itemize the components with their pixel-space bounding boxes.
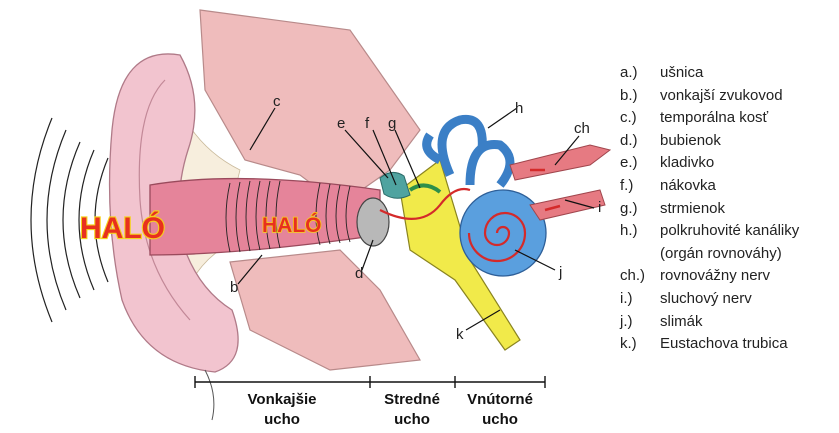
- legend-key: a.): [620, 62, 660, 85]
- legend-key: j.): [620, 311, 660, 334]
- callout-b: b: [230, 279, 238, 296]
- legend-item: h.)polkruhovité kanáliky: [620, 220, 799, 243]
- legend-text: (orgán rovnováhy): [660, 243, 782, 266]
- legend-text: bubienok: [660, 130, 721, 153]
- legend: a.)ušnica b.)vonkajší zvukovod c.)tempor…: [620, 62, 799, 356]
- legend-item: k.)Eustachova trubica: [620, 333, 799, 356]
- section-outer-line2: ucho: [264, 411, 300, 428]
- legend-item: g.)strmienok: [620, 198, 799, 221]
- section-middle-line1: Stredné: [384, 391, 440, 408]
- legend-text: strmienok: [660, 198, 725, 221]
- callout-k: k: [456, 326, 464, 343]
- legend-key: k.): [620, 333, 660, 356]
- eardrum: [357, 198, 389, 246]
- legend-item: i.)sluchový nerv: [620, 288, 799, 311]
- legend-item: d.)bubienok: [620, 130, 799, 153]
- legend-key: ch.): [620, 265, 660, 288]
- vestibular-nerve: [510, 145, 610, 180]
- legend-item: a.)ušnica: [620, 62, 799, 85]
- legend-item: f.)nákovka: [620, 175, 799, 198]
- legend-text: kladivko: [660, 152, 714, 175]
- section-outer-line1: Vonkajšie: [248, 391, 317, 408]
- callout-i: i: [598, 199, 601, 216]
- section-middle-line2: ucho: [394, 411, 430, 428]
- section-ruler: [195, 376, 545, 388]
- callout-d: d: [355, 265, 363, 282]
- callout-j: j: [558, 264, 562, 281]
- callout-h: h: [515, 100, 523, 117]
- legend-key: f.): [620, 175, 660, 198]
- legend-item: c.)temporálna kosť: [620, 107, 799, 130]
- legend-text: polkruhovité kanáliky: [660, 220, 799, 243]
- legend-item: j.)slimák: [620, 311, 799, 334]
- sound-text-inner: HALÓ: [262, 213, 322, 237]
- callout-e: e: [337, 115, 345, 132]
- ear-hairline: [205, 370, 214, 420]
- malleus-incus: [380, 172, 410, 198]
- cochlea: [460, 190, 546, 276]
- legend-text: temporálna kosť: [660, 107, 768, 130]
- legend-text: ušnica: [660, 62, 703, 85]
- legend-text: nákovka: [660, 175, 716, 198]
- legend-key: d.): [620, 130, 660, 153]
- cochlear-nerve: [530, 190, 605, 220]
- callout-ch: ch: [574, 120, 590, 137]
- legend-text: sluchový nerv: [660, 288, 752, 311]
- legend-text: vonkajší zvukovod: [660, 85, 783, 108]
- callout-g: g: [388, 115, 396, 132]
- legend-key: c.): [620, 107, 660, 130]
- callout-c: c: [273, 93, 281, 110]
- legend-item: e.)kladivko: [620, 152, 799, 175]
- temporal-bone-lower: [230, 250, 420, 370]
- sound-text-outer: HALÓ: [80, 211, 165, 245]
- section-inner-line1: Vnútorné: [467, 391, 533, 408]
- legend-item: ch.)rovnovážny nerv: [620, 265, 799, 288]
- legend-key: h.): [620, 220, 660, 243]
- legend-item: b.)vonkajší zvukovod: [620, 85, 799, 108]
- legend-key: [620, 243, 660, 266]
- legend-text: slimák: [660, 311, 703, 334]
- legend-key: b.): [620, 85, 660, 108]
- legend-item: (orgán rovnováhy): [620, 243, 799, 266]
- legend-key: i.): [620, 288, 660, 311]
- legend-text: Eustachova trubica: [660, 333, 788, 356]
- legend-key: e.): [620, 152, 660, 175]
- section-inner-line2: ucho: [482, 411, 518, 428]
- legend-text: rovnovážny nerv: [660, 265, 770, 288]
- legend-key: g.): [620, 198, 660, 221]
